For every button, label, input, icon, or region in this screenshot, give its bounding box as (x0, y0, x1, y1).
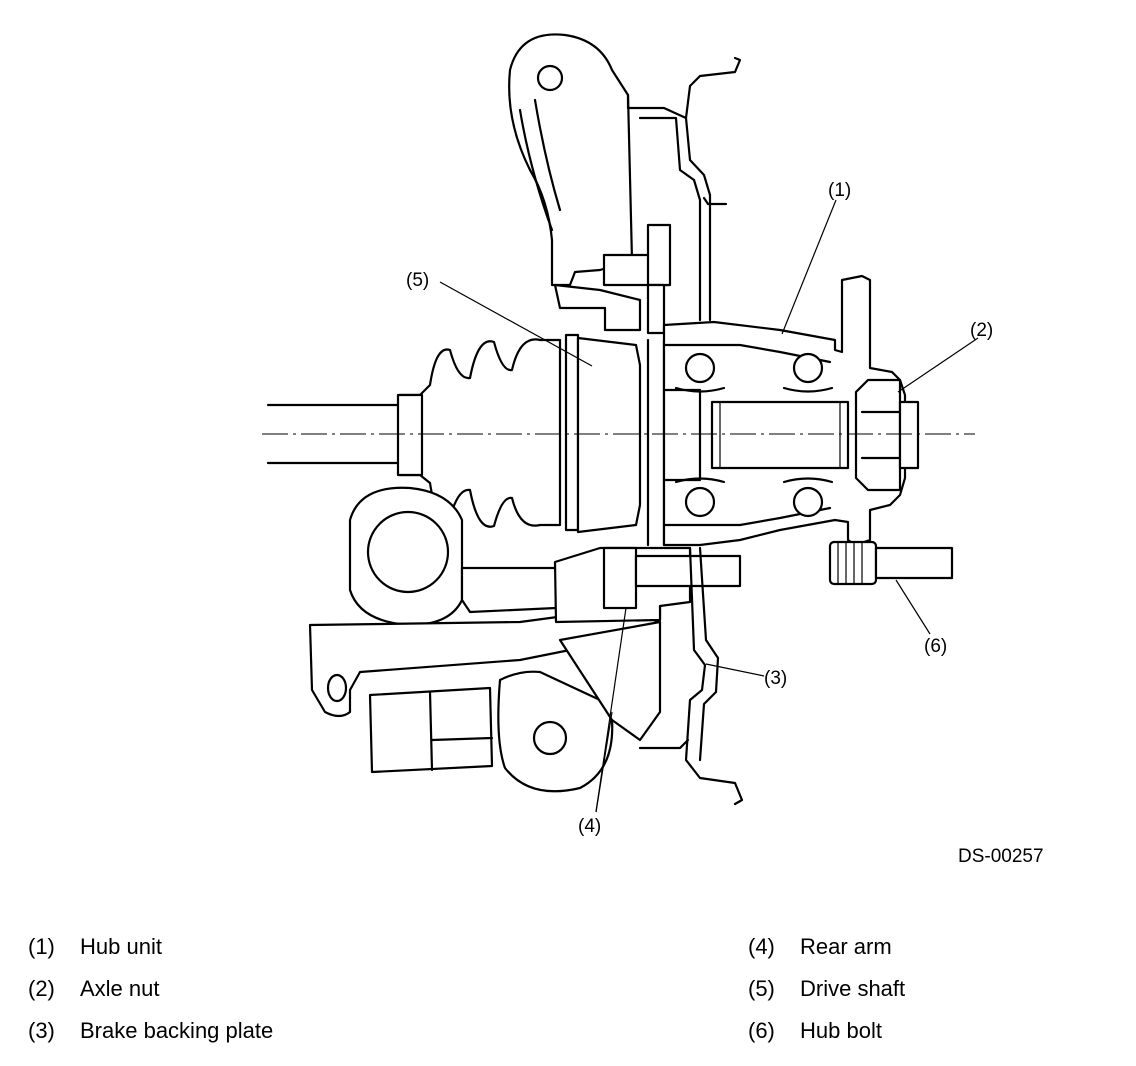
rear-arm (460, 566, 558, 614)
callout-2: (2) (970, 320, 993, 341)
legend-item: (3) Brake backing plate (28, 1018, 273, 1044)
legend-label: Rear arm (800, 934, 892, 959)
axle-spline (710, 400, 850, 470)
hub-bolt (828, 540, 954, 586)
cv-boot (398, 338, 562, 528)
legend-label: Brake backing plate (80, 1018, 274, 1043)
legend-number: (3) (28, 1018, 55, 1043)
arm-bolt-head (602, 546, 638, 610)
knuckle-upper-arm (508, 33, 634, 287)
bearing-ball (684, 352, 716, 384)
callout-3: (3) (764, 668, 787, 689)
dust-shield-lower (684, 546, 744, 806)
legend-label: Drive shaft (800, 976, 906, 1001)
legend-number: (1) (28, 934, 55, 959)
legend: (1) Hub unit (2) Axle nut (3) Brake backing… (0, 920, 1136, 1060)
bearing-ball (684, 486, 716, 518)
legend-item: (1) Hub unit (28, 934, 162, 960)
axle-nut (854, 378, 902, 492)
drive-shaft-bar (266, 403, 402, 465)
bearing-ball (792, 352, 824, 384)
figure-code: DS-00257 (958, 846, 1044, 867)
legend-label: Axle nut (80, 976, 160, 1001)
cv-joint-housing (576, 336, 642, 534)
legend-number: (6) (748, 1018, 775, 1043)
legend-item: (6) Hub bolt (748, 1018, 882, 1044)
bearing-ball (792, 486, 824, 518)
legend-item: (5) Drive shaft (748, 976, 905, 1002)
legend-number: (2) (28, 976, 55, 1001)
boot-clamp-outer (564, 333, 580, 532)
leader-lines (439, 199, 979, 813)
upper-mount-hole (536, 64, 564, 92)
callout-5: (5) (406, 270, 429, 291)
legend-number: (4) (748, 934, 775, 959)
legend-label: Hub bolt (800, 1018, 882, 1043)
callout-1: (1) (828, 180, 851, 201)
hub-assembly-diagram: (1) (2) (3) (4) (5) (6) DS-00257 (262, 33, 1044, 867)
callout-4: (4) (578, 816, 601, 837)
legend-label: Hub unit (80, 934, 162, 959)
dust-shield-upper (626, 93, 712, 322)
legend-item: (4) Rear arm (748, 934, 892, 960)
boot-clamp-inner (396, 393, 424, 477)
legend-item: (2) Axle nut (28, 976, 160, 1002)
arm-bolt (634, 554, 742, 588)
callout-6: (6) (924, 636, 947, 657)
legend-number: (5) (748, 976, 775, 1001)
